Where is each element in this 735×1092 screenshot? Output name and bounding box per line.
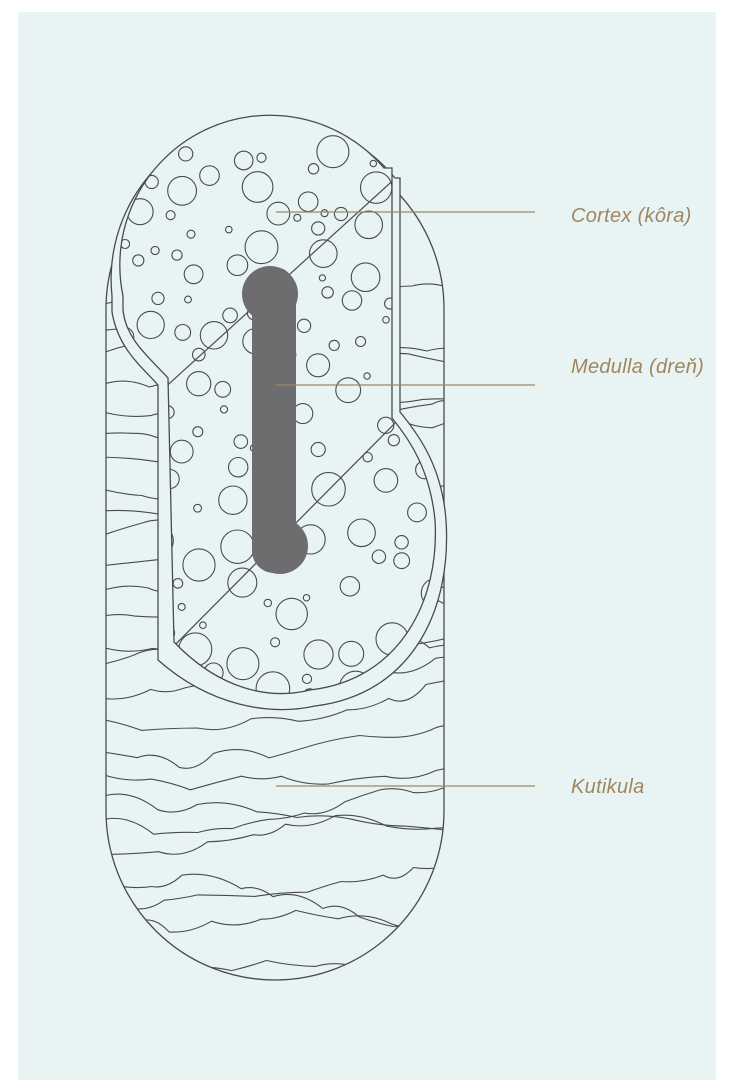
label-medulla: Medulla (dreň) xyxy=(571,356,704,379)
cuticle-scale-line xyxy=(100,794,458,831)
cortex-cell xyxy=(127,624,152,649)
cortex-cell xyxy=(120,475,152,507)
cortex-cell xyxy=(409,187,433,211)
cortex-cell xyxy=(118,464,126,472)
cuticle-scale-line xyxy=(100,874,497,927)
label-kutikula: Kutikula xyxy=(571,776,645,799)
cortex-cell xyxy=(136,597,145,606)
cortex-cell xyxy=(119,602,132,615)
cortex-cell xyxy=(377,134,410,167)
cortex-cell xyxy=(125,547,133,555)
cuticle-scale-line xyxy=(100,984,459,1014)
cuticle-scale-line xyxy=(100,815,494,854)
label-cortex: Cortex (kôra) xyxy=(571,205,692,228)
cuticle-scale-line xyxy=(100,910,493,935)
cortex-cell xyxy=(137,673,144,680)
cortex-cell xyxy=(414,322,433,341)
cuticle-scale-line xyxy=(100,956,466,975)
cortex-cell xyxy=(426,149,446,169)
cortex-cell xyxy=(115,152,145,182)
cortex-cell xyxy=(128,686,135,693)
cortex-cell xyxy=(399,671,419,691)
cortex-cell xyxy=(119,588,129,598)
cuticle-scale-line xyxy=(100,726,463,769)
cortex-cell xyxy=(421,297,442,318)
